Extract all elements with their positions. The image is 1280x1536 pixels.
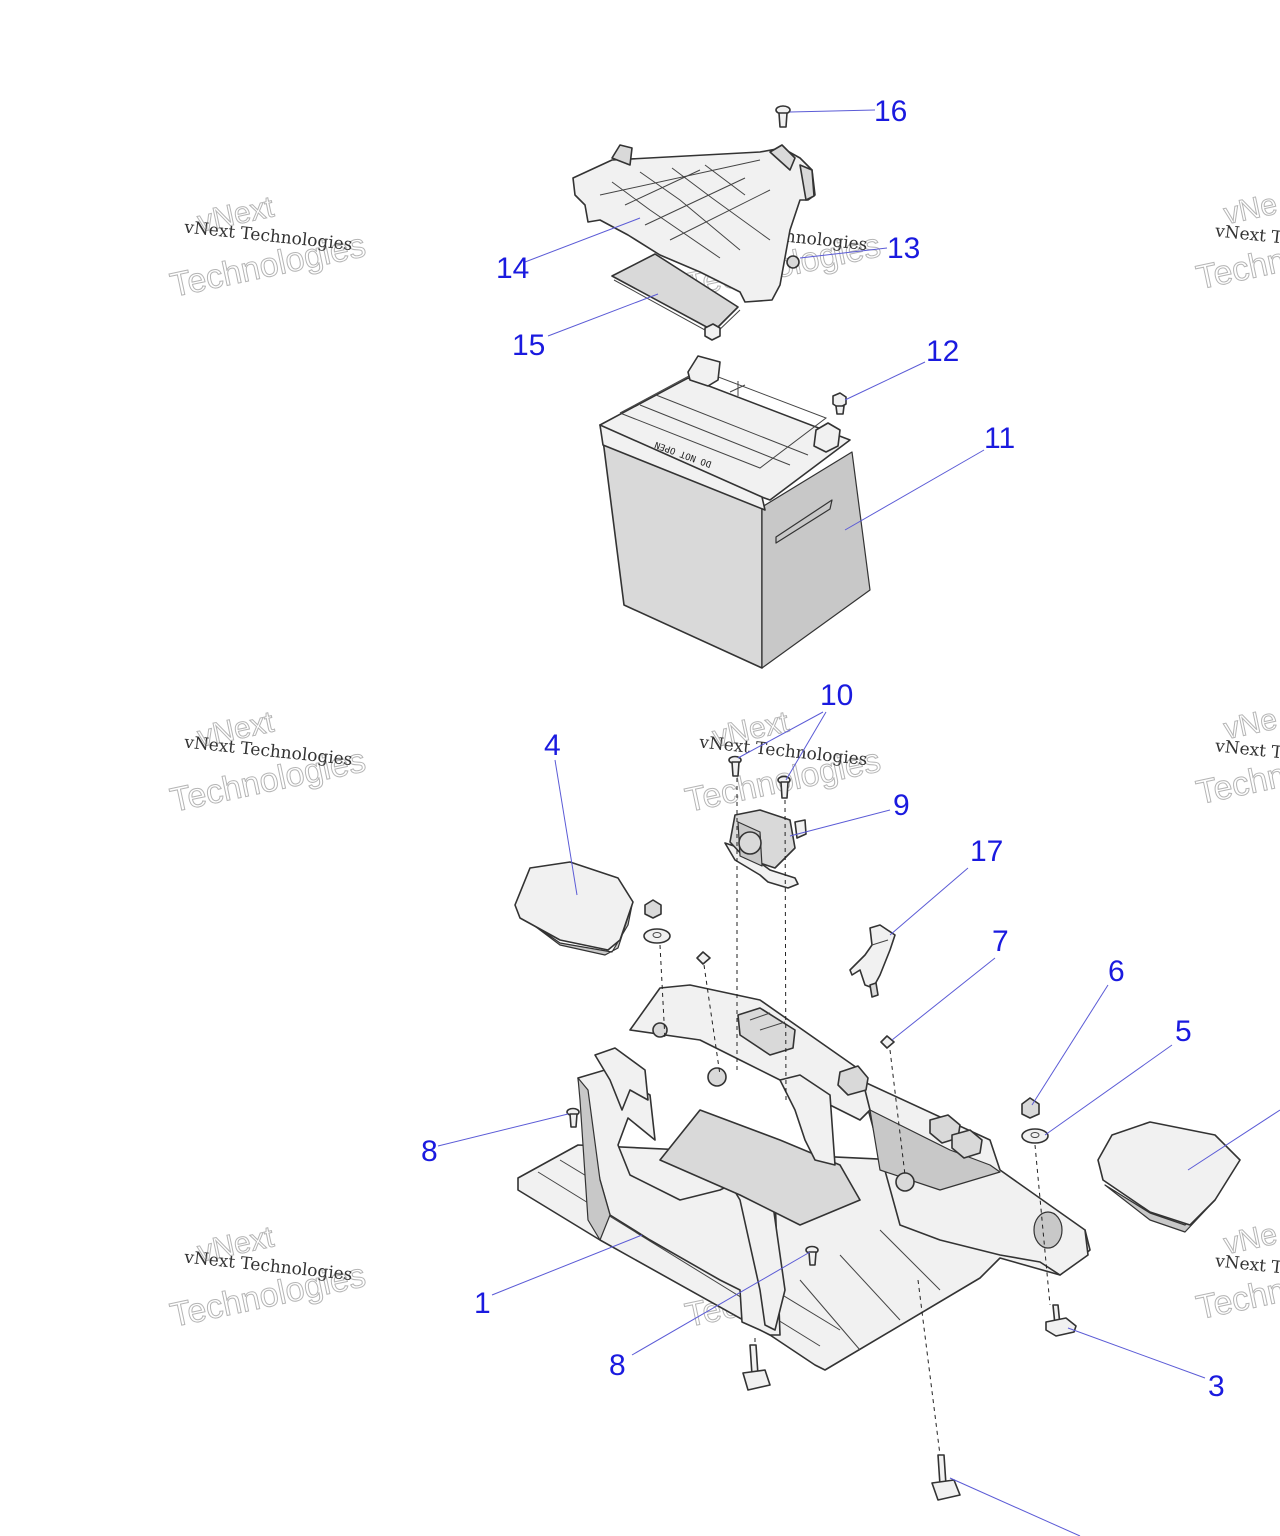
part-17-clamp: [849, 924, 896, 998]
part-7-washer: [880, 1035, 895, 1049]
watermark-company-partial: vNext Te: [1213, 221, 1280, 249]
callout-4: 4: [544, 729, 561, 762]
callout-10: 10: [820, 679, 853, 712]
watermark-word-partial: Techn: [1193, 1271, 1280, 1327]
callout-8-bottom: 8: [609, 1349, 626, 1382]
callout-9: 9: [893, 789, 910, 822]
watermark-company-partial: vNext Te: [1213, 736, 1280, 764]
part-10-screws: [728, 755, 791, 799]
part-nut-top: [704, 323, 721, 341]
watermark-company-partial: vNext Te: [1213, 1251, 1280, 1279]
leader-lines: [437, 109, 1280, 1536]
callout-12: 12: [926, 335, 959, 368]
callout-11: 11: [984, 422, 1015, 455]
callout-3: 3: [1208, 1370, 1225, 1403]
part-5-washer: [1021, 1128, 1049, 1144]
part-pad-right: [1097, 1121, 1241, 1233]
callout-8-left: 8: [421, 1135, 438, 1168]
part-star-washer: [696, 951, 711, 965]
callout-15: 15: [512, 329, 545, 362]
part-6-nut: [1021, 1097, 1040, 1119]
part-8-screw-bottom: [805, 1245, 819, 1266]
part-3-bolt-lower: [931, 1454, 961, 1501]
callout-17: 17: [970, 835, 1003, 868]
callout-16: 16: [874, 95, 907, 128]
callout-13: 13: [887, 232, 920, 265]
callout-6: 6: [1108, 955, 1125, 988]
callout-1: 1: [474, 1287, 491, 1320]
part-nut-left: [643, 899, 671, 944]
part-11-battery: DO NOT OPEN: [599, 355, 871, 669]
callout-5: 5: [1175, 1015, 1192, 1048]
watermark-word-partial: Techn: [1193, 241, 1280, 297]
watermark-word-partial: Techn: [1193, 756, 1280, 812]
part-12-bolt: [832, 392, 847, 415]
part-3-bolt-right: [1045, 1304, 1077, 1337]
part-4-pad: [514, 861, 634, 956]
part-8-screw-left: [566, 1107, 580, 1128]
callout-7: 7: [992, 925, 1009, 958]
callout-14: 14: [496, 252, 529, 285]
part-14-bracket: [572, 144, 816, 303]
part-9-solenoid: [724, 809, 807, 889]
callout-labels: 16 14 13 15 12 11 10 4 9 17 7 6 5 8 1 8 …: [421, 95, 1225, 1403]
part-3-bolt-bottom: [742, 1344, 771, 1391]
alignment-lines: [659, 778, 1051, 1456]
part-1-battery-tray: [517, 984, 1091, 1371]
part-16-screw: [775, 105, 791, 128]
